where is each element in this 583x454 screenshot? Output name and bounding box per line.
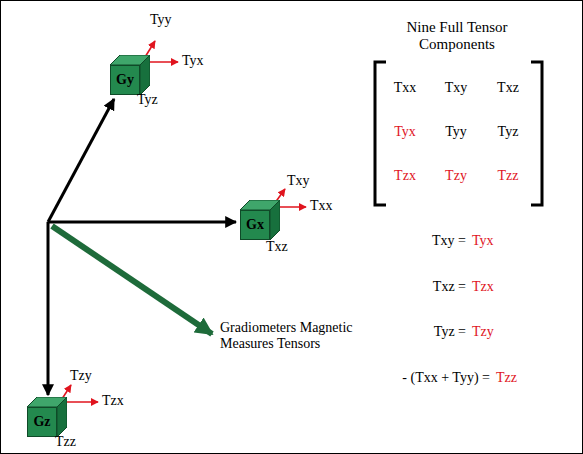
matrix-title: Nine Full Tensor Components bbox=[387, 19, 527, 54]
equation-right: Tzy bbox=[472, 324, 494, 340]
tensor-label: Tzy bbox=[70, 368, 92, 384]
gradiometer-cube: Gz bbox=[27, 397, 67, 437]
tensor-label: Txx bbox=[310, 198, 333, 214]
tensor-label: Tzx bbox=[102, 393, 124, 409]
axis-arrow bbox=[48, 221, 236, 224]
equation-right: Tzx bbox=[472, 279, 494, 295]
gradiometer-cube: Gx bbox=[240, 200, 280, 240]
equation-left: - (Txx + Tyy) = bbox=[402, 370, 490, 386]
tensor-label: Tzz bbox=[55, 434, 76, 450]
tensor-label: Tyz bbox=[137, 92, 158, 108]
matrix-cell: Tzy bbox=[445, 168, 467, 184]
tensor-label: Tyy bbox=[150, 12, 172, 28]
matrix-cell: Txy bbox=[445, 80, 468, 96]
axis-arrow bbox=[47, 222, 50, 395]
cube-label: Gy bbox=[110, 65, 140, 95]
matrix-cell: Txz bbox=[497, 80, 519, 96]
equation-left: Txz = bbox=[433, 279, 466, 295]
gradiometer-cube: Gy bbox=[110, 55, 150, 95]
tensor-label: Txy bbox=[287, 173, 310, 189]
cube-label: Gx bbox=[240, 210, 270, 240]
equation-left: Tyz = bbox=[434, 324, 466, 340]
gradiometer-arrow bbox=[52, 226, 212, 334]
matrix-cell: Tzx bbox=[394, 168, 416, 184]
matrix-cell: Tyz bbox=[498, 124, 519, 140]
matrix-bracket bbox=[531, 62, 542, 205]
tensor-arrows bbox=[60, 41, 306, 430]
matrix-cell: Txx bbox=[394, 80, 417, 96]
matrix-cell: Tyx bbox=[394, 124, 416, 140]
equation-right: Tzz bbox=[496, 370, 517, 386]
matrix-bracket bbox=[375, 62, 386, 205]
matrix-cell: Tyy bbox=[445, 124, 467, 140]
equation-right: Tyx bbox=[472, 233, 494, 249]
tensor-label: Txz bbox=[266, 239, 288, 255]
matrix-cell: Tzz bbox=[498, 168, 519, 184]
arrow-caption: Gradiometers Magnetic Measures Tensors bbox=[220, 320, 385, 352]
cube-label: Gz bbox=[27, 407, 57, 437]
axis-arrow bbox=[48, 99, 114, 222]
equation-left: Txy = bbox=[432, 233, 466, 249]
tensor-label: Tyx bbox=[182, 53, 204, 69]
